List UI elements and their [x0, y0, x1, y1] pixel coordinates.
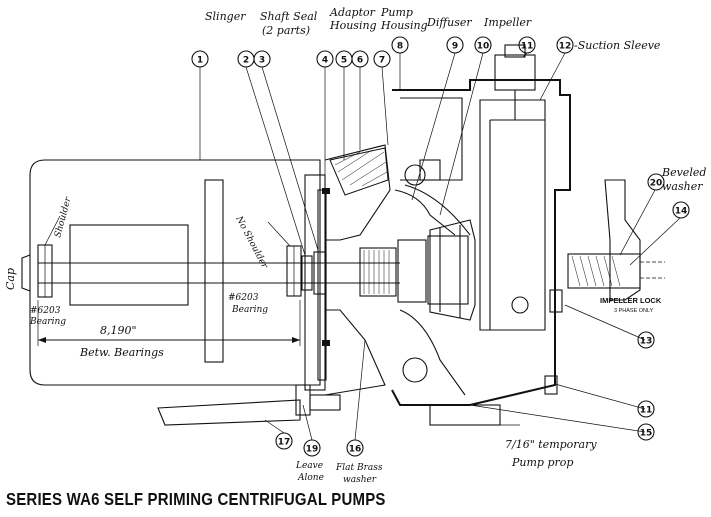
shaft-seal-parts-label: (2 parts)	[262, 24, 310, 37]
callout-15: 15	[637, 423, 655, 441]
pump-housing-label-2: Housing	[380, 19, 428, 32]
callout-8: 8	[391, 36, 409, 54]
cap-label: Cap	[4, 268, 17, 290]
callout-3: 3	[253, 50, 271, 68]
motor-body	[21, 159, 400, 386]
suction-sleeve-label: -Suction Sleeve	[574, 39, 661, 52]
callout-9: 9	[446, 36, 464, 54]
pump-base	[157, 384, 341, 426]
callout-17: 17	[275, 432, 293, 450]
callout-10: 10	[474, 36, 492, 54]
impeller-lock-inset	[567, 179, 665, 301]
svg-text:17: 17	[278, 438, 291, 448]
svg-text:4: 4	[322, 56, 328, 66]
svg-text:15: 15	[640, 429, 653, 439]
diffuser-label: Diffuser	[426, 16, 472, 29]
svg-text:5: 5	[341, 56, 347, 66]
three-phase-label: 3 PHASE ONLY	[614, 308, 654, 314]
bearing-right-label-2: Bearing	[231, 305, 268, 315]
impeller	[429, 219, 476, 321]
callout-19: 19	[303, 439, 321, 457]
callout-11-bottom: 11	[637, 400, 655, 418]
impeller-label: Impeller	[483, 16, 532, 29]
svg-text:7: 7	[379, 56, 385, 66]
svg-text:2: 2	[243, 56, 249, 66]
diagram-caption: SERIES WA6 SELF PRIMING CENTRIFUGAL PUMP…	[6, 490, 386, 510]
callout-14: 14	[672, 201, 690, 219]
svg-text:16: 16	[349, 445, 362, 455]
shaft-seal-assembly	[301, 235, 469, 305]
flat-brass-label-1: Flat Brass	[335, 463, 383, 473]
svg-text:13: 13	[640, 337, 653, 347]
shoulder-label: Shoulder	[53, 195, 74, 238]
svg-text:10: 10	[477, 42, 490, 52]
callout-circles: 1 2 3 4 5 6 7 8 9 10 11 12 20 14 13 11 1…	[191, 36, 690, 457]
leave-alone-label-1: Leave	[295, 461, 323, 471]
no-shoulder-label: No Shoulder	[233, 214, 270, 271]
bearing-dimension-line	[37, 300, 301, 346]
adaptor-housing	[304, 144, 391, 396]
callout-5: 5	[335, 50, 353, 68]
impeller-lock-label: IMPELLER LOCK	[600, 296, 662, 305]
callout-20: 20	[647, 173, 665, 191]
svg-text:1: 1	[197, 56, 203, 66]
adaptor-label-1: Adaptor	[329, 6, 376, 19]
svg-text:20: 20	[650, 179, 663, 189]
bearing-left-label-1: #6203	[30, 306, 61, 316]
temporary-label-1: 7/16" temporary	[505, 438, 597, 451]
callout-6: 6	[351, 50, 369, 68]
beveled-label-2: washer	[662, 180, 703, 193]
flat-brass-label-2: washer	[343, 475, 377, 485]
leave-alone-label-2: Alone	[297, 473, 324, 483]
svg-text:8: 8	[397, 42, 403, 52]
callout-12: 12	[556, 36, 574, 54]
bearing-left-label-2: Bearing	[29, 317, 66, 327]
dimension-label: 8,190"	[100, 324, 137, 337]
pump-housing	[391, 44, 571, 426]
bearing-right-label-1: #6203	[228, 293, 259, 303]
callout-4: 4	[316, 50, 334, 68]
callout-2: 2	[237, 50, 255, 68]
shaft-seal-label: Shaft Seal	[260, 10, 318, 23]
callout-1: 1	[191, 50, 209, 68]
callout-16: 16	[346, 439, 364, 457]
callout-13: 13	[637, 331, 655, 349]
pump-housing-label-1: Pump	[380, 6, 413, 19]
svg-text:11: 11	[640, 406, 653, 416]
slinger-label: Slinger	[205, 10, 246, 23]
svg-text:11: 11	[521, 42, 534, 52]
annotations: Slinger Shaft Seal (2 parts) Adaptor Hou…	[4, 6, 706, 485]
svg-text:14: 14	[675, 207, 688, 217]
temporary-label-2: Pump prop	[511, 456, 573, 469]
leader-lines	[44, 52, 681, 441]
svg-text:6: 6	[357, 56, 363, 66]
callout-11-top: 11	[518, 36, 536, 54]
svg-text:3: 3	[259, 56, 265, 66]
beveled-label-1: Beveled	[661, 166, 706, 179]
svg-text:9: 9	[452, 42, 458, 52]
between-bearings-label: Betw. Bearings	[79, 346, 164, 359]
adaptor-label-2: Housing	[329, 19, 377, 32]
svg-text:19: 19	[306, 445, 319, 455]
callout-7: 7	[373, 50, 391, 68]
svg-text:12: 12	[559, 42, 572, 52]
